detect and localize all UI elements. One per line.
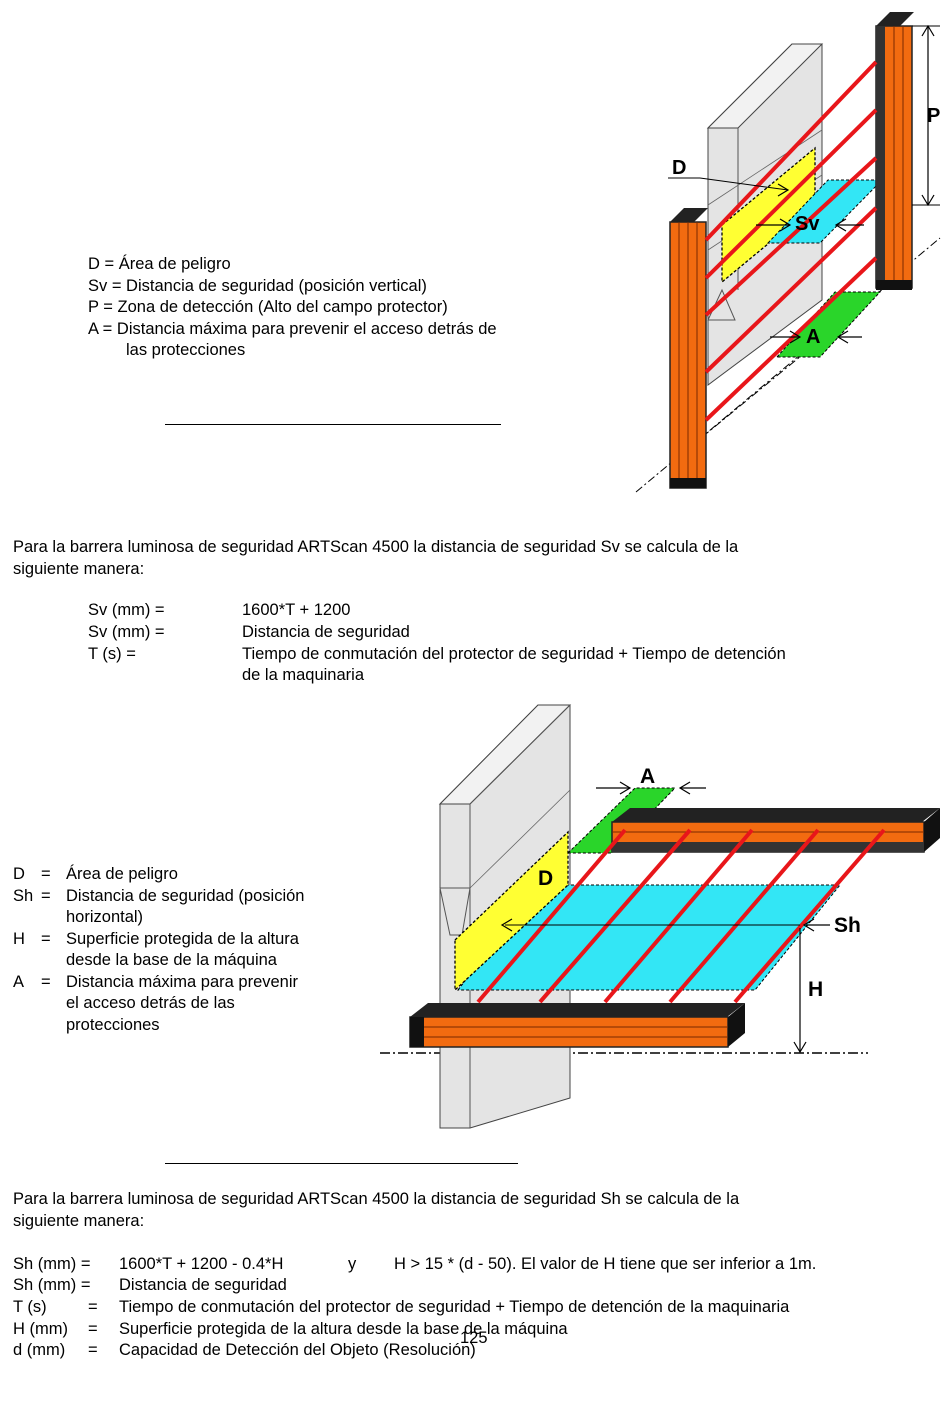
formula2-r1-def: 1600*T + 1200 - 0.4*H (119, 1255, 284, 1273)
legend2-text: Área de peligro (66, 865, 178, 883)
formula2-r2-term: Sh (mm) = (13, 1276, 91, 1294)
light-beams-2 (476, 828, 886, 1004)
legend2-text: protecciones (66, 1015, 160, 1034)
legend1-a: A = Distancia máxima para prevenir el ac… (88, 320, 497, 338)
para2-line2: siguiente manera: (13, 1212, 145, 1230)
formula2-r3-def: Tiempo de conmutación del protector de s… (119, 1298, 790, 1316)
legend2-key: D (13, 865, 25, 883)
formula2-r5-def: Capacidad de Detección del Objeto (Resol… (119, 1341, 476, 1359)
legend2-eq: = (41, 886, 51, 905)
legend2-text: Superficie protegida de la altura (66, 929, 299, 948)
access-area (775, 291, 882, 358)
formula1-def-2: Distancia de seguridad (242, 623, 410, 641)
formula1-term-2: Sv (mm) = (88, 623, 165, 641)
formula1-term-3: T (s) = (88, 645, 136, 663)
legend2-key: A (13, 972, 25, 991)
formula2-r1-y: y (348, 1255, 357, 1273)
label-p: P (927, 105, 940, 127)
formula2-r4-term: H (mm) (13, 1320, 68, 1338)
signature-line-1 (165, 424, 501, 425)
para1-line1: Para la barrera luminosa de seguridad AR… (13, 538, 739, 556)
formula1-def-4: de la maquinaria (242, 666, 364, 684)
legend2-eq: = (41, 972, 51, 991)
legend2-text: Distancia de seguridad (posición (66, 886, 305, 905)
formula2-r3-term: T (s) (13, 1298, 47, 1316)
label-sv: Sv (795, 213, 820, 235)
legend2-key: Sh (13, 886, 34, 905)
legend1-d: D = Área de peligro (88, 255, 231, 273)
label-a-fig2: A (640, 765, 655, 788)
label-a-fig1: A (806, 326, 820, 348)
formula2-r1-cond: H > 15 * (d - 50). El valor de H tiene q… (394, 1255, 817, 1273)
formula2-r5-term: d (mm) (13, 1341, 66, 1359)
figure-vertical-curtain: P D Sv A (635, 12, 940, 493)
legend1-sv: Sv = Distancia de seguridad (posición ve… (88, 277, 427, 295)
label-d-fig1: D (672, 157, 686, 179)
formula1-term-1: Sv (mm) = (88, 601, 165, 619)
signature-line-2 (165, 1163, 518, 1164)
formula2-r5-eq: = (88, 1341, 98, 1359)
legend2-text: horizontal) (66, 908, 144, 926)
figure-horizontal-curtain: Sh H D A (380, 704, 940, 1129)
formula2-r1-term: Sh (mm) = (13, 1255, 91, 1273)
legend2-eq: = (41, 929, 51, 948)
formula2-r2-def: Distancia de seguridad (119, 1276, 287, 1294)
formula1-def-3: Tiempo de conmutación del protector de s… (242, 645, 786, 663)
page-number: 125 (460, 1329, 488, 1347)
legend2-key: H (13, 929, 25, 948)
legend1-p: P = Zona de detección (Alto del campo pr… (88, 298, 448, 316)
legend2-text: Distancia máxima para prevenir (66, 972, 299, 991)
label-sh: Sh (834, 914, 861, 937)
legend2-text: el acceso detrás de las (66, 994, 235, 1012)
formula2-r4-eq: = (88, 1320, 98, 1338)
label-h: H (808, 978, 823, 1001)
danger-area-2 (454, 830, 569, 992)
light-beams (704, 60, 878, 422)
para2-line1: Para la barrera luminosa de seguridad AR… (13, 1190, 740, 1208)
emitter-bar (409, 1016, 729, 1048)
formula2-r4-def: Superficie protegida de la altura desde … (119, 1320, 568, 1338)
para1-line2: siguiente manera: (13, 560, 145, 578)
legend2-eq: = (41, 865, 51, 883)
legend1-a-cont: las protecciones (126, 341, 246, 359)
legend2-text: desde la base de la máquina (66, 951, 277, 969)
label-d-fig2: D (538, 867, 553, 890)
formula1-def-1: 1600*T + 1200 (242, 601, 351, 619)
formula2-r3-eq: = (88, 1298, 98, 1316)
